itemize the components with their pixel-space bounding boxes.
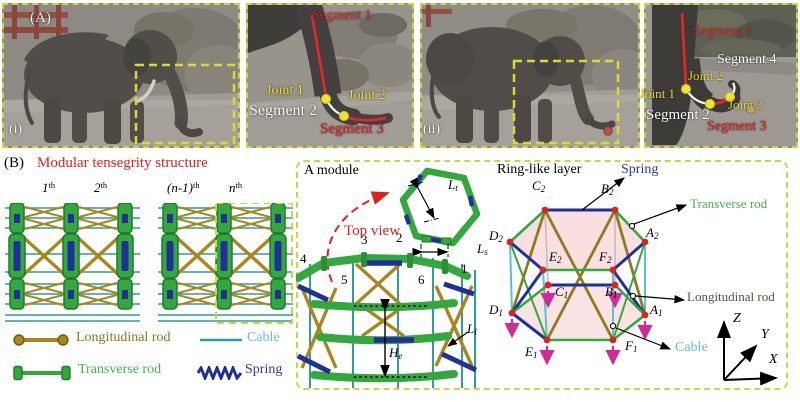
module-label-n: nth xyxy=(229,180,243,195)
vertex-c2: C2 xyxy=(532,178,546,194)
vertex-b1: B1 xyxy=(605,284,618,300)
trunk2-segment1-label: Segment 1 xyxy=(693,24,753,39)
trunk1-segment3-label: Segment 3 xyxy=(320,121,384,137)
axis-y-label: Y xyxy=(761,327,769,342)
trunk-zoom-1 xyxy=(246,3,414,148)
trunk-zoom-2 xyxy=(644,3,798,148)
panel-b-tag: (B) xyxy=(4,155,24,171)
trunk2-segment3-label: Segment 3 xyxy=(707,119,767,134)
photo-elephant-ii xyxy=(420,3,640,148)
trunk2-segment2-label: Segment 2 xyxy=(646,107,710,123)
ring-layer-diagram xyxy=(504,177,688,366)
vertex-e1: E1 xyxy=(525,344,538,360)
photo-elephant-i xyxy=(2,3,240,148)
longitudinal-rod-icon xyxy=(13,334,69,346)
top-view-arrow xyxy=(326,191,390,283)
trunk-zoom-1-graphic xyxy=(248,5,412,146)
trunk2-segment4-label: Segment 4 xyxy=(717,52,777,67)
top-view-label: Top view xyxy=(344,223,401,239)
photo2-tag: (ii) xyxy=(423,122,441,137)
transverse-rod-icon xyxy=(13,365,71,381)
coordinate-axes xyxy=(717,320,778,386)
trunk1-joint1-label: Joint 1 xyxy=(266,83,304,98)
vertex-a1: A1 xyxy=(650,302,663,318)
trunk2-joint2-label: Joint 2 xyxy=(688,68,724,83)
photo1-tag: (i) xyxy=(9,122,23,137)
elephant-photo-1-graphic xyxy=(4,5,238,146)
trunk2-joint3-label: Joint 3 xyxy=(728,97,764,112)
cable-icon xyxy=(200,338,242,342)
vertex-e2: E2 xyxy=(549,249,562,265)
elephant-photo-2-graphic xyxy=(422,5,638,146)
top-view-hexagon xyxy=(399,167,481,257)
module-3d xyxy=(296,252,478,388)
spring-icon xyxy=(196,366,243,380)
module-group-2 xyxy=(158,203,293,321)
vertex-c1: C1 xyxy=(555,284,569,300)
vertex-d1: D1 xyxy=(489,302,503,318)
legend-transverse-label: Transverse rod xyxy=(78,362,162,377)
node-number-3: 3 xyxy=(361,232,368,247)
vertex-d2: D2 xyxy=(489,228,503,244)
trunk1-segment1-label: Segment 1 xyxy=(312,8,372,23)
module-detail-title: A module xyxy=(304,163,359,178)
vertex-f1: F1 xyxy=(625,338,638,354)
ring-layer-title: Ring-like layer xyxy=(497,162,582,177)
callout-transverse-label: Transverse rod xyxy=(690,196,768,211)
node-number-1: 1 xyxy=(461,261,468,276)
node-number-5: 5 xyxy=(341,272,348,287)
axis-x-label: X xyxy=(769,352,778,367)
node-number-6: 6 xyxy=(418,272,425,287)
legend-longitudinal-label: Longitudinal rod xyxy=(76,330,171,345)
module-label-2: 2th xyxy=(94,180,108,195)
panel-a-tag: (A) xyxy=(30,10,51,26)
legend-spring-label: Spring xyxy=(245,362,283,377)
trunk1-joint2-label: Joint 2 xyxy=(348,88,386,103)
node-number-4: 4 xyxy=(300,251,307,266)
module-and-ring-graphic xyxy=(296,167,778,388)
dim-ll-label: Ll xyxy=(467,321,477,337)
dim-lt-label: Lt xyxy=(448,177,458,193)
module-label-1: 1th xyxy=(42,180,56,195)
dim-he-label: He xyxy=(389,345,403,361)
callout-cable-label: Cable xyxy=(675,340,708,355)
axis-z-label: Z xyxy=(733,311,741,326)
dim-ls-label: Ls xyxy=(477,241,488,257)
module-group-1 xyxy=(5,203,140,321)
vertex-f2: F2 xyxy=(599,249,612,265)
callout-spring-label: Spring xyxy=(621,162,659,177)
legend-cable-label: Cable xyxy=(247,330,280,345)
panel-b-title: Modular tensegrity structure xyxy=(37,155,208,171)
callout-longitudinal-label: Longitudinal rod xyxy=(687,289,775,304)
trunk-zoom-2-graphic xyxy=(646,5,796,146)
module-label-n-1: (n-1)th xyxy=(167,180,200,195)
trunk2-joint1-label: Joint 1 xyxy=(640,86,676,101)
module-row-graphic xyxy=(5,203,295,324)
vertex-a2: A2 xyxy=(646,225,659,241)
vertex-b2: B2 xyxy=(601,181,614,197)
nth-module-highlight-box xyxy=(215,203,293,324)
node-number-2: 2 xyxy=(396,230,403,245)
trunk1-segment2-label: Segment 2 xyxy=(249,102,317,119)
